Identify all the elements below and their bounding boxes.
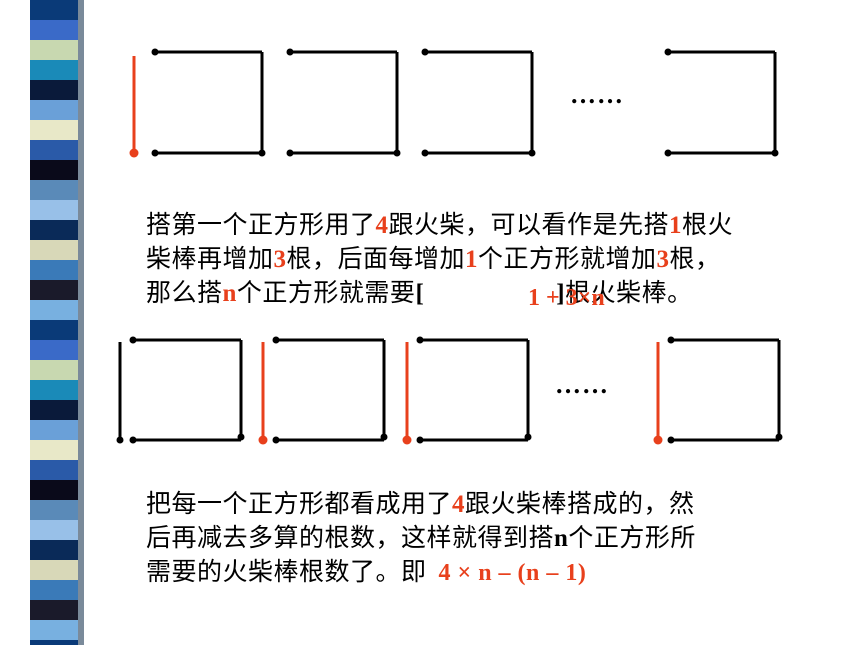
stripe-segment <box>30 280 78 300</box>
decorative-stripe-border <box>30 0 84 645</box>
stripe-segment <box>30 420 78 440</box>
square-2 <box>286 48 401 157</box>
stripe-segment <box>30 0 78 20</box>
stripe-segment <box>30 400 78 420</box>
stripe-segment <box>30 40 78 60</box>
stripe-segment <box>30 100 78 120</box>
matchstick-head <box>258 435 268 445</box>
stripe-segment <box>30 120 78 140</box>
stripe-segment <box>30 500 78 520</box>
stripe-segment <box>30 240 78 260</box>
stripe-segment <box>30 300 78 320</box>
stripe-segment <box>30 200 78 220</box>
stripe-segment <box>30 560 78 580</box>
stripe-segment <box>30 180 78 200</box>
stripe-segment <box>30 20 78 40</box>
stripe-segment <box>30 380 78 400</box>
formula-first-method: 1 + 3×n <box>528 285 605 311</box>
square-3 <box>421 48 536 157</box>
full-square-n <box>667 336 783 444</box>
stripe-segment <box>30 580 78 600</box>
stripe-segment <box>30 540 78 560</box>
stripe-segment <box>30 640 78 645</box>
formula-second-method: 4 × n – (n – 1) <box>438 560 587 586</box>
paragraph-2-line-2: 后再减去多算的根数，这样就得到搭n个正方形所 <box>146 523 696 552</box>
ellipsis-top: …… <box>570 80 624 109</box>
paragraph-2-line-1: 把每一个正方形都看成用了4跟火柴棒搭成的，然 <box>146 489 695 518</box>
stripe-segment <box>30 460 78 480</box>
stripe-segment <box>30 140 78 160</box>
stripe-segment <box>30 160 78 180</box>
explanation-paragraph-1: 搭第一个正方形用了4跟火柴，可以看作是先搭1根火 柴棒再增加3根，后面每增加1个… <box>146 208 826 310</box>
explanation-paragraph-2: 把每一个正方形都看成用了4跟火柴棒搭成的，然 后再减去多算的根数，这样就得到搭n… <box>146 487 826 590</box>
paragraph-1-line-2: 柴棒再增加3根，后面每增加1个正方形就增加3根， <box>146 244 721 273</box>
stripe-segment <box>30 340 78 360</box>
stripe-segment <box>30 360 78 380</box>
square-n <box>664 48 779 157</box>
matchstick-head <box>653 435 663 445</box>
full-square-1 <box>116 336 245 444</box>
stripe-segment <box>30 80 78 100</box>
square-1 <box>151 48 266 157</box>
stripe-segment <box>30 440 78 460</box>
full-square-3 <box>416 336 532 444</box>
stripe-segment <box>30 620 78 640</box>
paragraph-1-line-3: 那么搭n个正方形就需要[]根火柴棒。 <box>146 278 693 307</box>
stripe-segment <box>30 600 78 620</box>
ellipsis-bottom: …… <box>555 370 609 399</box>
full-square-2 <box>272 336 388 444</box>
paragraph-1-line-1: 搭第一个正方形用了4跟火柴，可以看作是先搭1根火 <box>146 210 734 239</box>
stripe-segment <box>30 480 78 500</box>
stripe-segment <box>30 520 78 540</box>
matchstick-head <box>402 435 412 445</box>
stripe-segment <box>30 220 78 240</box>
stripe-segment <box>30 320 78 340</box>
stripe-segment <box>30 60 78 80</box>
stripe-segment <box>30 260 78 280</box>
matchstick-head <box>129 148 139 158</box>
stripe-edge <box>78 0 84 645</box>
